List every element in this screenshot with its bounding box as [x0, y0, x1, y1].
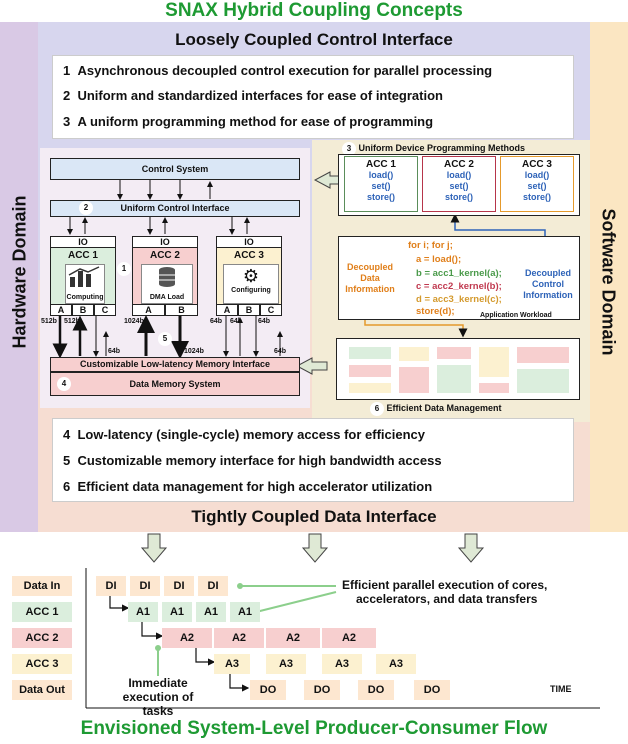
list-item: 4 Low-latency (single-cycle) memory acce…	[63, 427, 425, 442]
circle-badge: 2	[79, 201, 93, 215]
code-line: store(d);	[416, 306, 455, 317]
loosely-coupled-list: 1 Asynchronous decoupled control executi…	[52, 55, 574, 139]
control-system-box: Control System	[50, 158, 300, 180]
memory-interface-box: Customizable Low-latency Memory Interfac…	[50, 357, 300, 372]
immediate-annotation: Immediate execution of tasks	[122, 676, 194, 718]
list-item: 1 Asynchronous decoupled control executi…	[63, 63, 493, 78]
app-workload-label: Application Workload	[480, 312, 552, 319]
flow-cell-a1: A1	[128, 602, 158, 622]
code-line: a = load();	[416, 254, 462, 265]
flow-cell-di: DI	[130, 576, 160, 596]
flow-cell-a3: A3	[214, 654, 250, 674]
gear-icon: ⚙ Configuring	[223, 264, 279, 304]
flow-cell-a1: A1	[230, 602, 260, 622]
list-item: 5 Customizable memory interface for high…	[63, 453, 442, 468]
flow-title: Envisioned System-Level Producer-Consume…	[80, 718, 548, 739]
database-icon: DMA Load	[141, 264, 193, 304]
bus-width-label: 512b	[64, 318, 80, 325]
flow-cell-a1: A1	[162, 602, 192, 622]
hardware-domain-band	[0, 22, 38, 532]
list-item: 2 Uniform and standardized interfaces fo…	[63, 88, 443, 103]
list-item: 3 A uniform programming method for ease …	[63, 114, 434, 129]
acc2-methods: ACC 2 load() set() store()	[422, 156, 496, 212]
flow-cell-a2: A2	[322, 628, 376, 648]
acc-name: ACC 1	[67, 250, 98, 261]
acc-name: ACC 2	[149, 250, 180, 261]
bus-width-label: 64b	[258, 318, 271, 325]
tightly-coupled-list: 4 Low-latency (single-cycle) memory acce…	[52, 418, 574, 502]
application-workload-box	[338, 236, 580, 320]
time-axis-label: TIME	[550, 684, 572, 694]
acc1-methods: ACC 1 load() set() store()	[344, 156, 418, 212]
circle-badge: 4	[57, 377, 71, 391]
tightly-coupled-title: Tightly Coupled Data Interface	[191, 507, 437, 526]
code-line: c = acc2_kernel(b);	[416, 281, 502, 292]
port-c: C	[94, 304, 116, 316]
data-management-label: 6 Efficient Data Management	[370, 402, 502, 416]
code-line: for i; for j;	[408, 240, 453, 251]
flow-cell-di: DI	[96, 576, 126, 596]
legend-data-in: Data In	[12, 576, 72, 596]
flow-cell-di: DI	[164, 576, 194, 596]
flow-cell-a2: A2	[266, 628, 320, 648]
software-domain-band	[590, 22, 628, 532]
bus-width-label: 64b	[210, 318, 223, 325]
legend-acc1: ACC 1	[12, 602, 72, 622]
flow-cell-di: DI	[198, 576, 228, 596]
circle-badge: 5	[158, 332, 172, 346]
flow-cell-do: DO	[358, 680, 394, 700]
bus-width-label: 1024b	[184, 348, 204, 355]
flow-cell-a3: A3	[322, 654, 362, 674]
diagram-title: SNAX Hybrid Coupling Concepts	[165, 0, 463, 21]
flow-cell-a3: A3	[266, 654, 306, 674]
legend-acc3: ACC 3	[12, 654, 72, 674]
circle-badge: 6	[370, 402, 384, 416]
loosely-coupled-title: Loosely Coupled Control Interface	[175, 30, 453, 49]
bus-width-label: 64b	[274, 348, 287, 355]
parallel-annotation: Efficient parallel execution of cores, a…	[342, 578, 548, 606]
acc2-block: IO ACC 2 DMA Load A B	[132, 236, 198, 316]
code-line: b = acc1_kernel(a);	[416, 268, 502, 279]
code-line: d = acc3_kernel(c);	[416, 294, 502, 305]
acc-name: ACC 3	[233, 250, 264, 261]
port-a: A	[50, 304, 72, 316]
bus-width-label: 64b	[230, 318, 243, 325]
list-item: 6 Efficient data management for high acc…	[63, 479, 433, 494]
flow-cell-do: DO	[414, 680, 450, 700]
flow-cell-a2: A2	[214, 628, 264, 648]
bus-width-label: 512b	[41, 318, 57, 325]
data-memory-box: 4 Data Memory System	[50, 372, 300, 396]
flow-cell-a3: A3	[376, 654, 416, 674]
acc1-block: IO ACC 1 Computing A B C	[50, 236, 116, 316]
circle-badge: 3	[342, 142, 356, 156]
port-c: C	[260, 304, 282, 316]
computing-icon: Computing	[65, 264, 105, 304]
circle-badge: 1	[117, 262, 131, 276]
flow-cell-a1: A1	[196, 602, 226, 622]
port-a: A	[216, 304, 238, 316]
uniform-control-interface-box: 2 Uniform Control Interface	[50, 200, 300, 217]
bus-width-label: 64b	[108, 348, 121, 355]
data-management-box	[336, 338, 580, 400]
flow-cell-a2: A2	[162, 628, 212, 648]
port-b: B	[72, 304, 94, 316]
legend-acc2: ACC 2	[12, 628, 72, 648]
port-b: B	[238, 304, 260, 316]
flow-cell-do: DO	[250, 680, 286, 700]
programming-methods-title: 3 Uniform Device Programming Methods	[342, 142, 525, 156]
flow-cell-do: DO	[304, 680, 340, 700]
bus-width-label: 1024b	[124, 318, 144, 325]
legend-data-out: Data Out	[12, 680, 72, 700]
port-a: A	[132, 304, 165, 316]
acc3-block: IO ACC 3 ⚙ Configuring A B C	[216, 236, 282, 316]
acc3-methods: ACC 3 load() set() store()	[500, 156, 574, 212]
port-b: B	[165, 304, 198, 316]
